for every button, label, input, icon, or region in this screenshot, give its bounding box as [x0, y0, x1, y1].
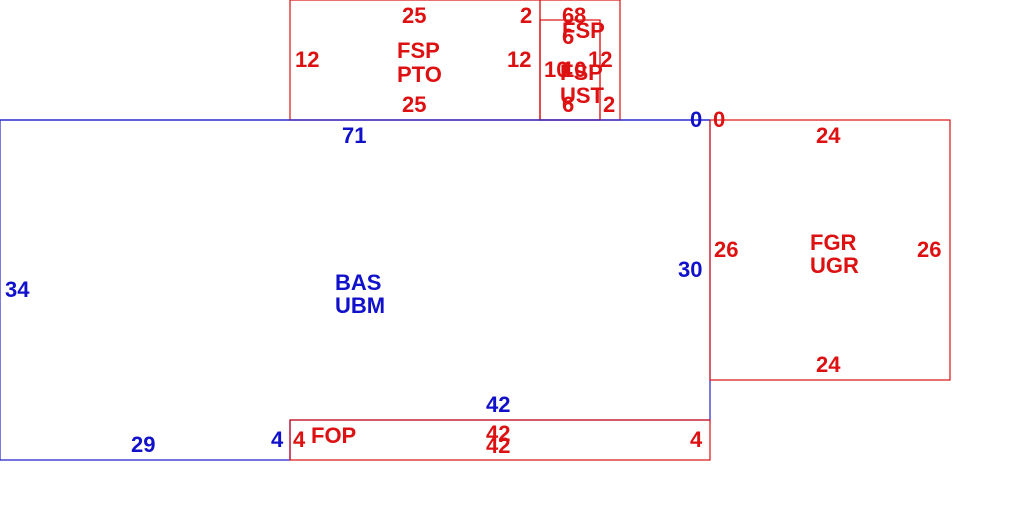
- bas-dim-right: 30: [678, 257, 702, 282]
- bas-dim-bottom: 29: [131, 432, 155, 457]
- fsp-ust-dim-strip: 2: [603, 92, 615, 117]
- fsp-pto-sub-label: PTO: [397, 62, 442, 87]
- fgr-outline: [709, 119, 951, 381]
- fsp-pto-dim-right: 12: [507, 47, 531, 72]
- bas-dim-notch: 4: [271, 427, 284, 452]
- fsp-pto-dim-bottom: 25: [402, 92, 426, 117]
- fgr-dim-right: 26: [917, 237, 941, 262]
- fop-code-label: FOP: [311, 423, 356, 448]
- bas-dim-bottom-inner: 42: [486, 392, 510, 417]
- fsp-pto-dim-left: 12: [295, 47, 319, 72]
- fsp-small-dim-inner: 6: [562, 24, 574, 49]
- fsp-ust-dim-right: 12: [588, 47, 612, 72]
- fsp-ust-dim-bottom: 6: [562, 92, 574, 117]
- bas-sub-label: UBM: [335, 293, 385, 318]
- fgr-dim-corner: 0: [713, 107, 725, 132]
- bas-dim-top-right: 0: [690, 107, 702, 132]
- bas-dim-left: 34: [5, 277, 30, 302]
- fsp-ust-dim-left-b: 10: [562, 57, 586, 82]
- fop-outline: [289, 419, 711, 461]
- fsp-small-dim-top-a: 6: [562, 3, 574, 28]
- fgr-dim-bottom: 24: [816, 352, 841, 377]
- fsp-ust-dim-left: 10: [544, 57, 568, 82]
- fsp-ust-code-label: FSP: [560, 60, 603, 85]
- bas-dim-top: 71: [342, 123, 366, 148]
- fop-dim-right: 4: [690, 427, 703, 452]
- fop-dim-left: 4: [293, 427, 306, 452]
- fop-dim-top: 42: [486, 421, 510, 446]
- fgr-dim-top: 24: [816, 123, 841, 148]
- fsp-ust-sub-label: UST: [560, 83, 605, 108]
- fsp-small-dim-top-b: 8: [574, 3, 586, 28]
- fgr-code-label: FGR: [810, 230, 857, 255]
- fsp-small-dim-strip: 2: [520, 3, 532, 28]
- fsp-pto-code-label: FSP: [397, 38, 440, 63]
- fsp-small-code-label: FSP: [562, 18, 605, 43]
- bas-code-label: BAS: [335, 270, 381, 295]
- fop-dim-bottom: 42: [486, 433, 510, 458]
- fgr-dim-left: 26: [714, 237, 738, 262]
- fsp-pto-dim-top: 25: [402, 3, 426, 28]
- fgr-sub-label: UGR: [810, 253, 859, 278]
